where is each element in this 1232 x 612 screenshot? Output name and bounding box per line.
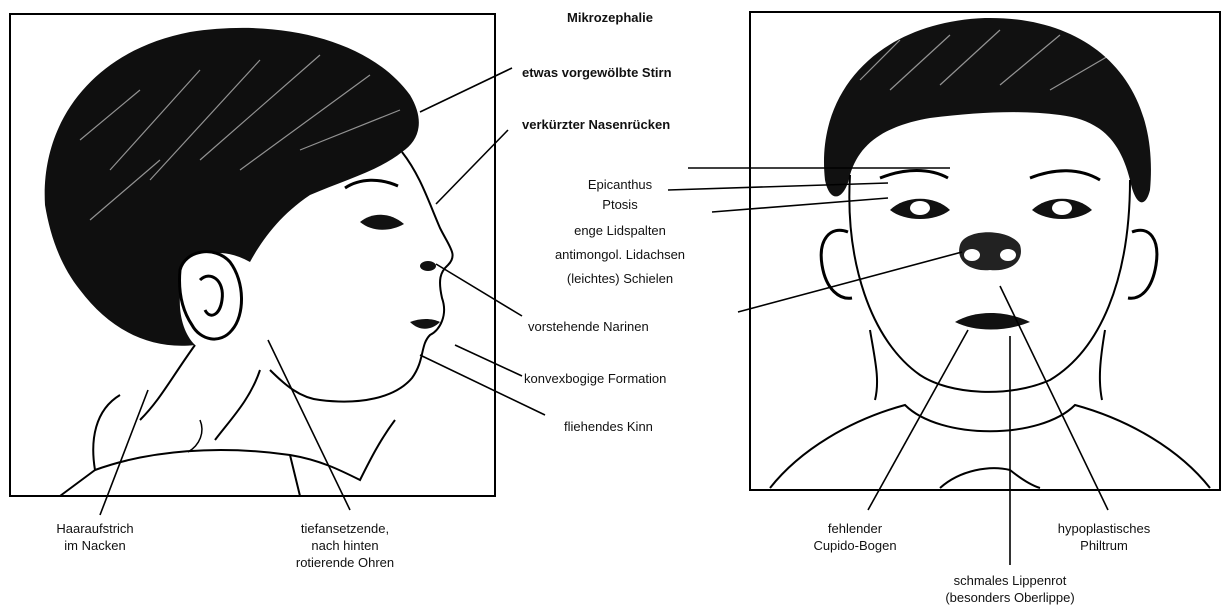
label-lidspalten: enge Lidspalten (520, 222, 720, 239)
label-konvexbogige-formation: konvexbogige Formation (524, 370, 666, 387)
label-epicanthus: Epicanthus (520, 176, 720, 193)
label-ptosis: Ptosis (520, 196, 720, 213)
label-schielen: (leichtes) Schielen (520, 270, 720, 287)
label-ohren: tiefansetzende, nach hinten rotierende O… (245, 520, 445, 571)
label-fliehendes-kinn: fliehendes Kinn (564, 418, 653, 435)
label-nasenruecken: verkürzter Nasenrücken (522, 116, 670, 133)
label-narinen: vorstehende Narinen (528, 318, 649, 335)
label-philtrum: hypoplastisches Philtrum (1024, 520, 1184, 554)
frontal-hair (824, 18, 1151, 202)
label-haaraufstrich: Haaraufstrich im Nacken (20, 520, 170, 554)
label-cupido-bogen: fehlender Cupido-Bogen (790, 520, 920, 554)
frontal-drawing (750, 12, 1220, 490)
label-lippenrot: schmales Lippenrot (besonders Oberlippe) (910, 572, 1110, 606)
label-mikrozephalie: Mikrozephalie (540, 9, 680, 26)
profile-drawing (10, 14, 495, 496)
label-stirn: etwas vorgewölbte Stirn (522, 64, 672, 81)
label-lidachsen: antimongol. Lidachsen (520, 246, 720, 263)
